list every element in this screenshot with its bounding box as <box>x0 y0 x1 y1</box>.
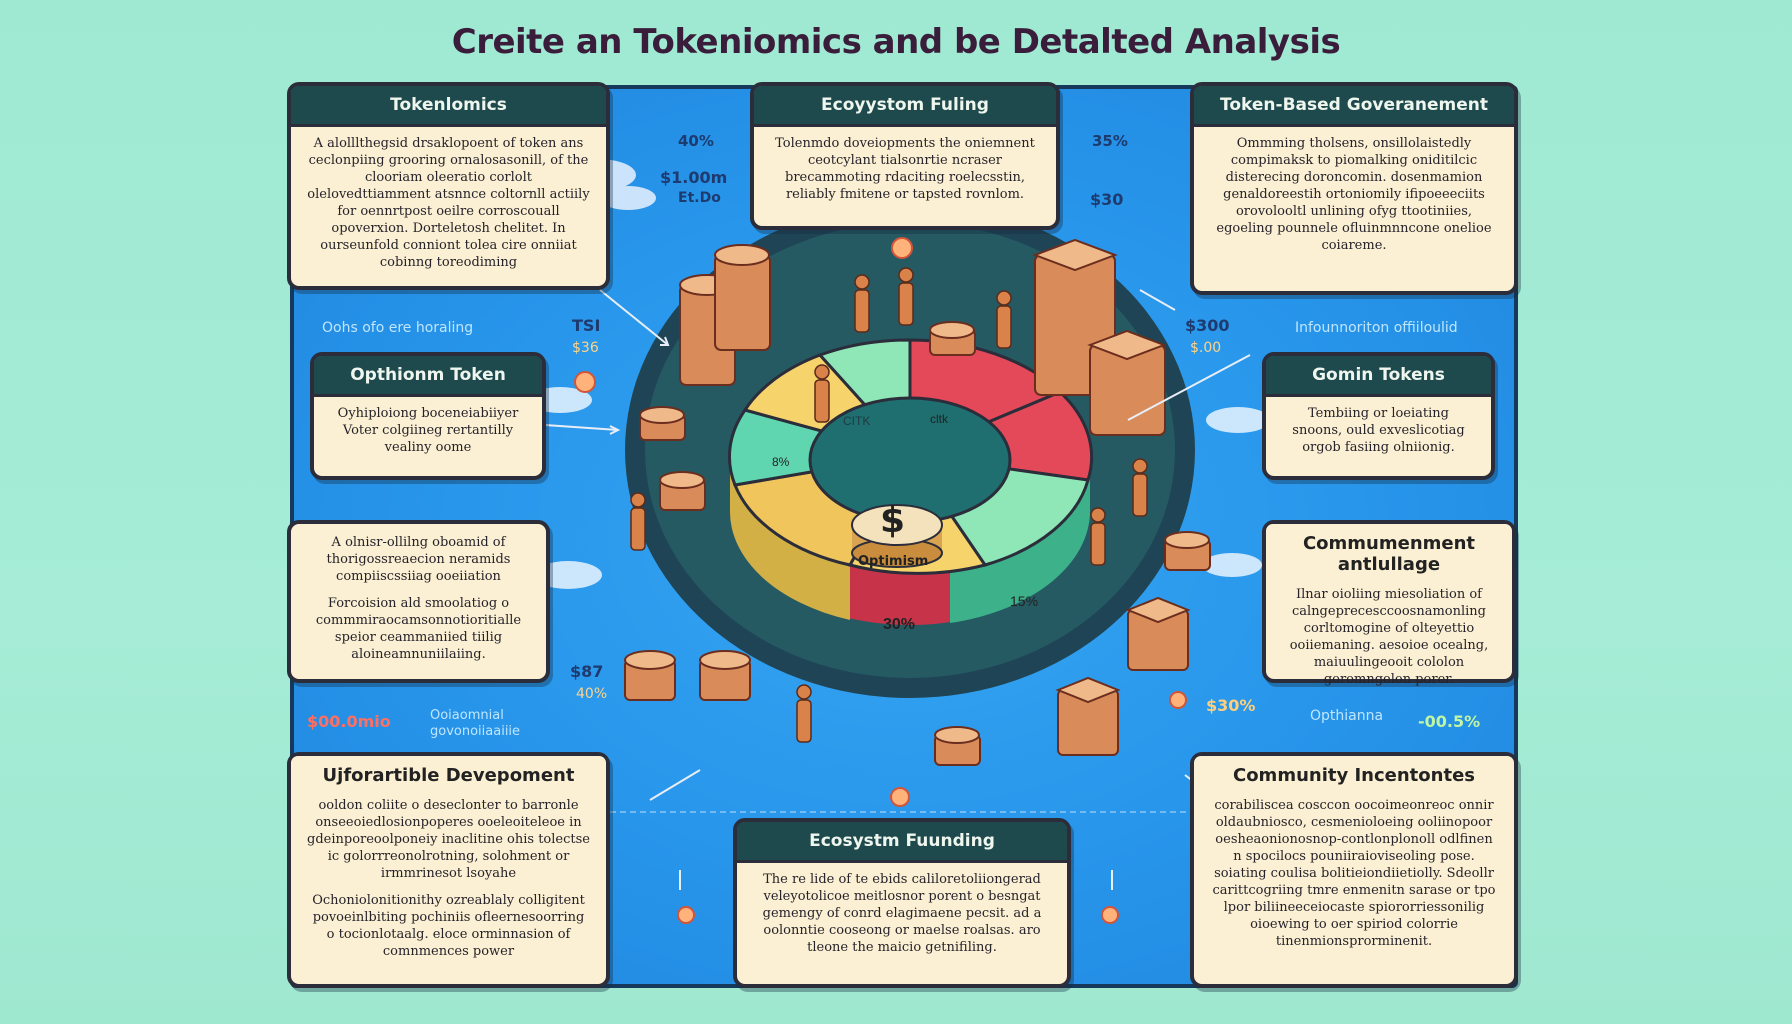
center-dollar: $ <box>880 500 906 541</box>
card-text: corabiliscea cosccon oocoimeonreoc onnir… <box>1212 798 1496 949</box>
value-tag: $00.0mio <box>307 712 391 731</box>
value-tag: $300 <box>1185 316 1230 335</box>
coin-stack-icon <box>624 238 1211 766</box>
card-heading: Ujforartible Devepoment <box>291 756 606 795</box>
value-tag: Et.Do <box>678 190 721 206</box>
card-text: Forcoision ald smoolatiog o commmiraocam… <box>315 596 522 662</box>
card-heading: Ecosystm Fuunding <box>737 822 1067 863</box>
card-left-middle: A olnisr-ollilng oboamid of thorigossrea… <box>287 520 550 683</box>
card-community-building: Commumenment antlullage Ilnar oioliing m… <box>1262 520 1516 687</box>
value-tag: $30% <box>1206 696 1256 715</box>
person-icon <box>630 267 1148 743</box>
card-heading: Commumenment antlullage <box>1266 524 1512 584</box>
card-optimism-token: Opthionm Token Oyhiploiong boceneiabiiye… <box>310 352 546 480</box>
value-tag: TSI <box>572 316 601 335</box>
card-text: Tolenmdo doveiopments the oniemnent ceot… <box>775 136 1035 202</box>
value-tag: 40% <box>576 686 608 702</box>
info-label: Opthianna <box>1310 708 1384 724</box>
value-tag: $.00 <box>1190 340 1222 356</box>
info-label: Ooiaomnial govonoiiaaiiie <box>430 708 521 739</box>
card-heading: Tokenlomics <box>291 86 606 127</box>
card-governance: Token-Based Goveranement Ommming tholsen… <box>1190 82 1518 295</box>
card-gomin-tokens: Gomin Tokens Tembiing or loeiating snoon… <box>1262 352 1495 480</box>
card-ecosystem-funding-bottom: Ecosystm Fuunding The re lide of te ebid… <box>733 818 1071 988</box>
value-tag: $1.00m <box>660 168 728 187</box>
card-text: A olnisr-ollilng oboamid of thorigossrea… <box>326 535 511 584</box>
value-tag: 35% <box>1092 132 1128 150</box>
page-title: Creite an Tokeniomics and be Detalted An… <box>451 22 1341 62</box>
segment-label-ctk2: cltk <box>930 412 948 426</box>
card-ecosystem-funding-top: Ecoyystom Fuling Tolenmdo doveiopments t… <box>750 82 1060 230</box>
center-label: Optimism <box>858 554 929 569</box>
info-label: Infounnoriton offiiloulid <box>1295 320 1458 336</box>
card-heading: Opthionm Token <box>314 356 542 397</box>
card-heading: Community Incentontes <box>1194 756 1514 795</box>
card-community-incentives: Community Incentontes corabiliscea coscc… <box>1190 752 1518 988</box>
card-text: A alolllthegsid drsaklopoent of token an… <box>307 136 590 270</box>
card-text: The re lide of te ebids caliloretoliiong… <box>762 872 1042 955</box>
segment-label-15: 15% <box>1010 593 1039 609</box>
value-tag: $87 <box>570 662 604 681</box>
info-label: Oohs ofo ere horaling <box>322 320 474 336</box>
segment-label-30: 30% <box>883 616 916 633</box>
card-heading: Ecoyystom Fuling <box>754 86 1056 127</box>
card-text: Ilnar oioliing miesoliation of calngepre… <box>1289 587 1489 687</box>
card-tokenomics: Tokenlomics A alolllthegsid drsaklopoent… <box>287 82 610 290</box>
dollar-coin-icon <box>851 504 943 568</box>
card-text: Ommming tholsens, onsillolaistedly compi… <box>1216 136 1492 253</box>
card-text: Ochoniolonitionithy ozreablaly colligite… <box>312 893 585 959</box>
segment-label-ctk: CITK <box>843 414 871 428</box>
card-text: Tembiing or loeiating snoons, ould exves… <box>1292 406 1465 455</box>
card-text: Oyhiploiong boceneiabiiyer Voter colgiin… <box>337 406 519 455</box>
value-tag: -00.5% <box>1418 712 1481 731</box>
card-heading: Token-Based Goveranement <box>1194 86 1514 127</box>
value-tag: $30 <box>1090 190 1124 209</box>
segment-label-8: 8% <box>772 455 790 469</box>
value-tag: $36 <box>572 340 599 356</box>
card-heading: Gomin Tokens <box>1266 356 1491 397</box>
card-text: ooldon coliite o deseclonter to barronle… <box>307 798 590 881</box>
coin-icon <box>574 237 1187 924</box>
card-upgradable-development: Ujforartible Devepoment ooldon coliite o… <box>287 752 610 988</box>
value-tag: 40% <box>678 132 714 150</box>
